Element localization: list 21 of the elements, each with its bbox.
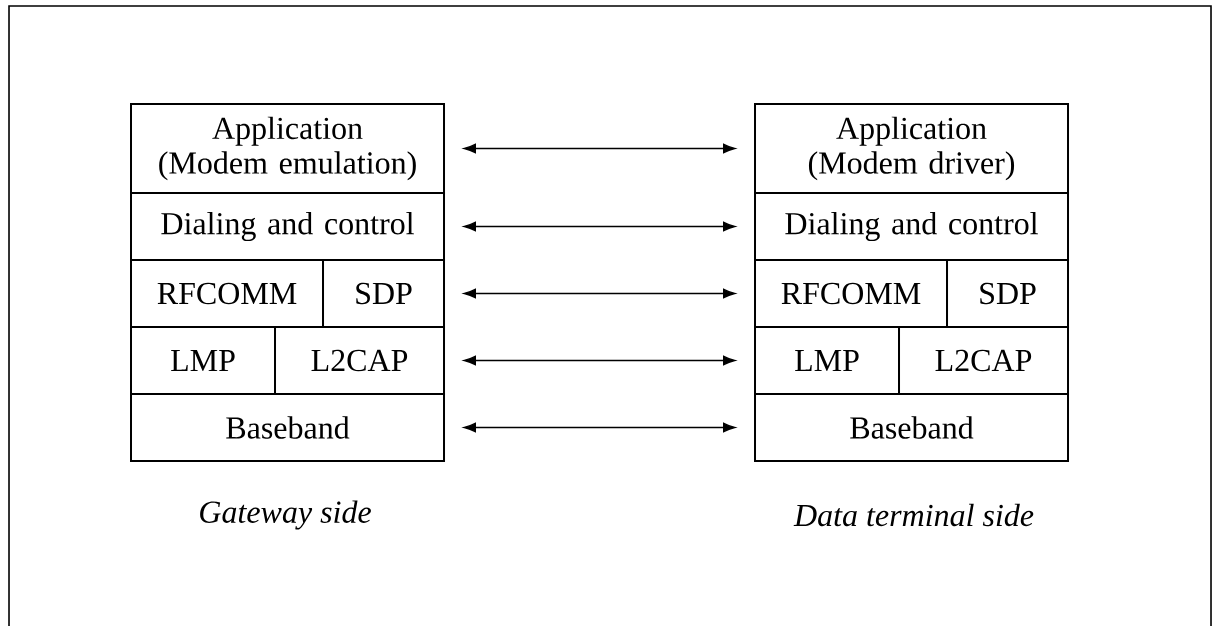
layer-box: Dialing and control: [754, 192, 1069, 261]
double-arrow: [463, 422, 736, 433]
layer-box: RFCOMM: [130, 259, 324, 328]
layer-box: Baseband: [754, 393, 1069, 462]
layer-box: Application (Modem emulation): [130, 103, 445, 194]
layer-box: Dialing and control: [130, 192, 445, 261]
layer-box: Application (Modem driver): [754, 103, 1069, 194]
layer-box: SDP: [946, 259, 1069, 328]
layer-box: LMP: [754, 326, 900, 395]
side-caption: Data terminal side: [793, 503, 1034, 527]
layer-box: Baseband: [130, 393, 445, 462]
double-arrow: [463, 355, 736, 366]
double-arrow: [463, 143, 736, 154]
double-arrow: [463, 288, 736, 299]
layer-box: L2CAP: [274, 326, 445, 395]
side-caption: Gateway side: [200, 500, 371, 530]
layer-box: SDP: [322, 259, 445, 328]
layer-box: L2CAP: [898, 326, 1069, 395]
layer-box: RFCOMM: [754, 259, 948, 328]
layer-box: LMP: [130, 326, 276, 395]
double-arrow: [463, 221, 736, 232]
